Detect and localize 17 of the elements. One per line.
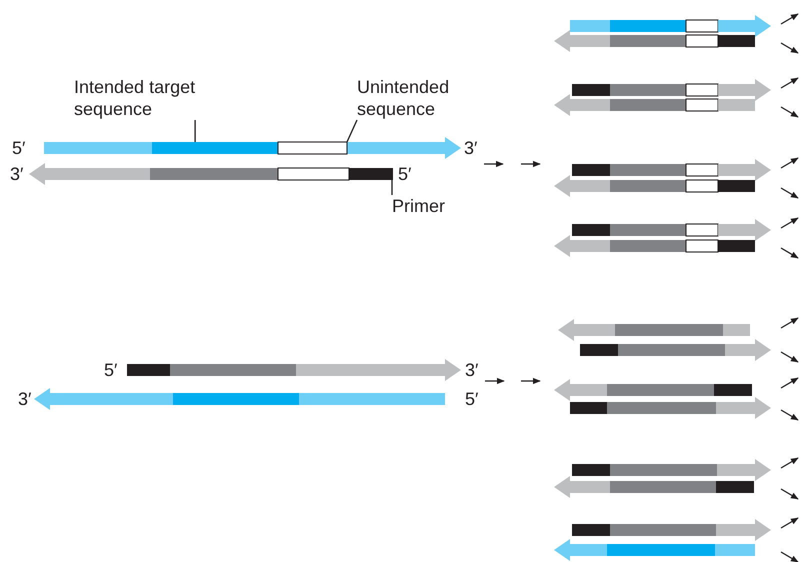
callout-text: Unintended sequence <box>357 76 467 120</box>
leader-line <box>194 120 196 142</box>
strand-end-label: 3′ <box>10 164 24 184</box>
strand-end-label: 3′ <box>465 360 478 380</box>
strand-end-label: 5′ <box>465 389 478 409</box>
target-sequence-segment <box>152 142 278 154</box>
strand-end-label: 5′ <box>398 164 412 184</box>
callout-text: Primer <box>392 195 452 217</box>
unintended-sequence-segment <box>278 142 348 154</box>
strand-end-label: 3′ <box>18 389 32 409</box>
primer-segment <box>349 168 393 180</box>
leader-line <box>391 180 393 195</box>
strand-end-label: 5′ <box>104 360 118 380</box>
leader-line <box>346 120 358 142</box>
callout-text: Intended target sequence <box>74 76 224 120</box>
strand-end-label: 3′ <box>464 138 478 158</box>
strand-end-label: 5′ <box>12 138 26 158</box>
